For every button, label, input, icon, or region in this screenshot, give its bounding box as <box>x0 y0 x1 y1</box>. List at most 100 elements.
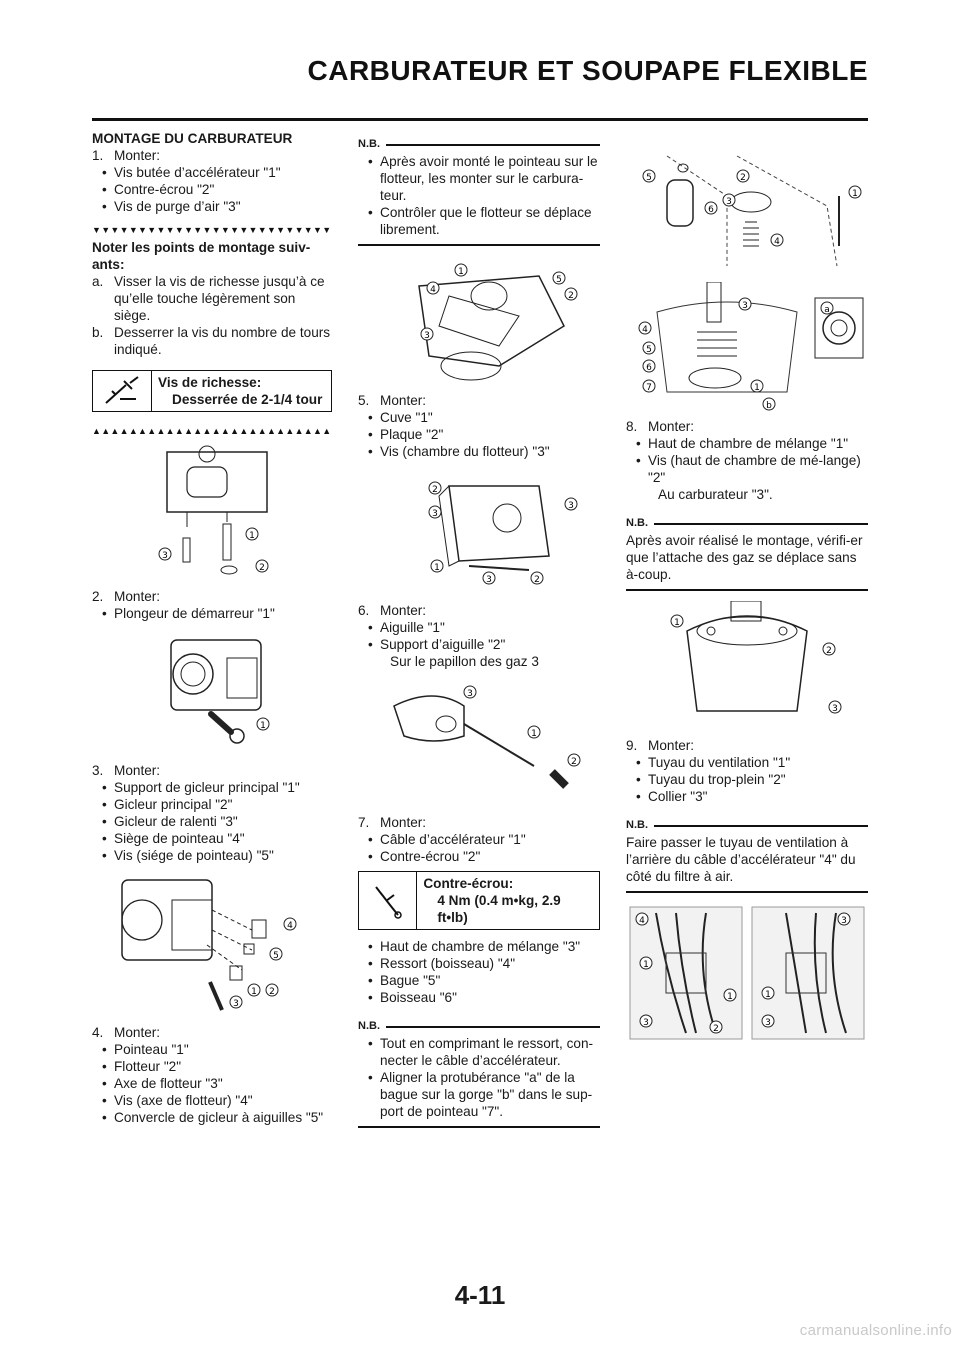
callout: 2 <box>269 987 275 997</box>
list-item: Vis de purge d’air "3" <box>92 198 332 215</box>
nb-end-rule <box>358 244 600 246</box>
callout: a <box>824 305 830 315</box>
callout: b <box>766 401 772 411</box>
needle-figure: 3 1 2 <box>393 685 581 789</box>
screwdriver-icon <box>93 371 152 411</box>
list-item: Vis butée d’accélérateur "1" <box>92 164 332 181</box>
callout: 1 <box>251 987 257 997</box>
list-item: Vis (haut de chambre de mé-lange) "2" <box>626 452 868 486</box>
step-number: 9. <box>626 738 638 753</box>
list-item: Bague "5" <box>358 972 600 989</box>
callout: 3 <box>841 916 847 926</box>
nb-end-rule <box>626 589 868 591</box>
list-item: Plongeur de démarreur "1" <box>92 605 332 622</box>
callout: 2 <box>713 1024 719 1034</box>
header-rule <box>92 118 868 121</box>
nb-header: N.B. <box>358 136 600 153</box>
torque-wrench-icon <box>359 872 418 929</box>
substep-text: Desserrer la vis du nombre de tours indi… <box>114 325 331 357</box>
list-item: Ressort (boisseau) "4" <box>358 955 600 972</box>
step-text: Monter: <box>114 148 161 163</box>
list-item: Flotteur "2" <box>92 1058 332 1075</box>
step-number: 3. <box>92 763 104 778</box>
list-item: Boisseau "6" <box>358 989 600 1006</box>
callout: 2 <box>259 563 265 573</box>
callout: 5 <box>556 275 562 285</box>
callout: 3 <box>568 501 574 511</box>
step-number: 7. <box>358 815 370 830</box>
callout: 1 <box>260 721 266 731</box>
step-text: Monter: <box>648 419 695 434</box>
nb-end-rule <box>626 891 868 893</box>
list-item: Support de gicleur principal "1" <box>92 779 332 796</box>
list-item: Vis (axe de flotteur) "4" <box>92 1092 332 1109</box>
list-item: Aiguille "1" <box>358 619 600 636</box>
substep-a: a.Visser la vis de richesse jusqu’à ce q… <box>92 273 332 324</box>
list-item: Vis (siége de pointeau) "5" <box>92 847 332 864</box>
callout: 6 <box>708 205 714 215</box>
callout: 4 <box>774 237 780 247</box>
spec-value: Desserrée de 2-1/4 tour <box>172 392 323 407</box>
substep-text: Visser la vis de richesse jusqu’à ce qu’… <box>114 274 325 323</box>
step-6: 6.Monter: <box>358 602 600 619</box>
callout: 2 <box>740 173 746 183</box>
step-7: 7. Monter: <box>358 814 600 831</box>
list-item: Convercle de gicleur à aiguilles "5" <box>92 1109 332 1126</box>
throttle-valve-exploded-figure: 5 6 2 3 4 1 <box>642 155 862 267</box>
callout: 2 <box>571 757 577 767</box>
step-5: 5.Monter: <box>358 392 600 409</box>
callout: 5 <box>273 951 279 961</box>
jets-figure: 4 5 1 2 3 <box>121 879 297 1011</box>
page-title: CARBURATEUR ET SOUPAPE FLEXIBLE <box>307 55 868 86</box>
callout: 5 <box>646 173 652 183</box>
callout: 3 <box>424 331 430 341</box>
nb-text: Après avoir réalisé le montage, vérifi-e… <box>626 533 863 582</box>
callout: 3 <box>162 551 168 561</box>
callout: 2 <box>534 575 540 585</box>
column-2: N.B. Après avoir monté le pointeau sur l… <box>358 130 600 1138</box>
callout: 5 <box>646 345 652 355</box>
list-item: Contrôler que le flotteur se déplace lib… <box>358 204 600 238</box>
list-item: Contre-écrou "2" <box>92 181 332 198</box>
callout: 6 <box>646 363 652 373</box>
list-item: Haut de chambre de mélange "3" <box>358 938 600 955</box>
nb-header: N.B. <box>358 1018 600 1035</box>
callout: 3 <box>643 1018 649 1028</box>
callout: 4 <box>642 325 648 335</box>
step-1: 1. Monter: <box>92 147 332 164</box>
callout: 1 <box>852 189 858 199</box>
callout: 4 <box>639 916 645 926</box>
callout: 3 <box>726 197 732 207</box>
step-text: Monter: <box>380 815 427 830</box>
callout: 3 <box>486 575 492 585</box>
callout: 3 <box>832 704 838 714</box>
substep-letter: b. <box>92 325 104 340</box>
step-4: 4.Monter: <box>92 1024 332 1041</box>
nb-label: N.B. <box>626 819 648 831</box>
nb-label: N.B. <box>358 138 380 150</box>
callout: 1 <box>249 531 255 541</box>
spec-box: Vis de richesse: Desserrée de 2-1/4 tour <box>92 370 332 412</box>
step-note: Au carburateur "3". <box>658 487 773 502</box>
step-text: Monter: <box>114 763 161 778</box>
list-item: Tuyau du ventilation "1" <box>626 754 868 771</box>
callout: 4 <box>287 921 293 931</box>
step-text: Monter: <box>648 738 695 753</box>
spec-label: Contre-écrou: <box>423 876 514 891</box>
list-item: Collier "3" <box>626 788 868 805</box>
callout: 1 <box>727 992 733 1002</box>
spec-value: 4 Nm (0.4 m•kg, 2.9 ft•lb) <box>437 893 561 925</box>
watermark-url: carmanualsonline.info <box>799 1322 952 1339</box>
callout: 3 <box>233 999 239 1009</box>
list-item: Cuve "1" <box>358 409 600 426</box>
list-item: Après avoir monté le pointeau sur le flo… <box>358 153 600 204</box>
spec-label: Vis de richesse: <box>158 375 262 390</box>
step-number: 1. <box>92 148 104 163</box>
step-2: 2.Monter: <box>92 588 332 605</box>
column-3: 5 6 2 3 4 1 3 4 5 6 7 1 b a 8.Monter: Ha… <box>626 130 868 1049</box>
list-item: Contre-écrou "2" <box>358 848 600 865</box>
list-item: Tout en comprimant le ressort, con-necte… <box>358 1035 600 1069</box>
step-number: 2. <box>92 589 104 604</box>
list-item: Aligner la protubérance "a" de la bague … <box>358 1069 600 1120</box>
nb-label: N.B. <box>626 517 648 529</box>
